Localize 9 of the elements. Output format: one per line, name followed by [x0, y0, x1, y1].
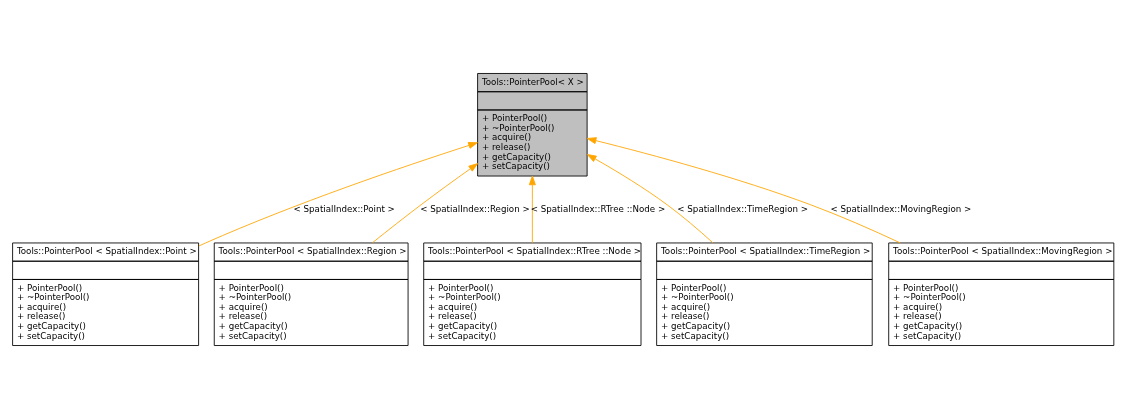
arrow — [371, 163, 478, 244]
arrow — [586, 137, 901, 244]
edge-label: < SpatialIndex::Region > — [420, 203, 530, 214]
edge-label: < SpatialIndex::MovingRegion > — [830, 203, 972, 214]
arrow — [198, 142, 478, 247]
edge-label: < SpatialIndex::TimeRegion > — [677, 203, 809, 214]
arrow — [587, 154, 714, 244]
arrow — [528, 175, 536, 244]
edge-label: < SpatialIndex::Point > — [293, 203, 395, 214]
